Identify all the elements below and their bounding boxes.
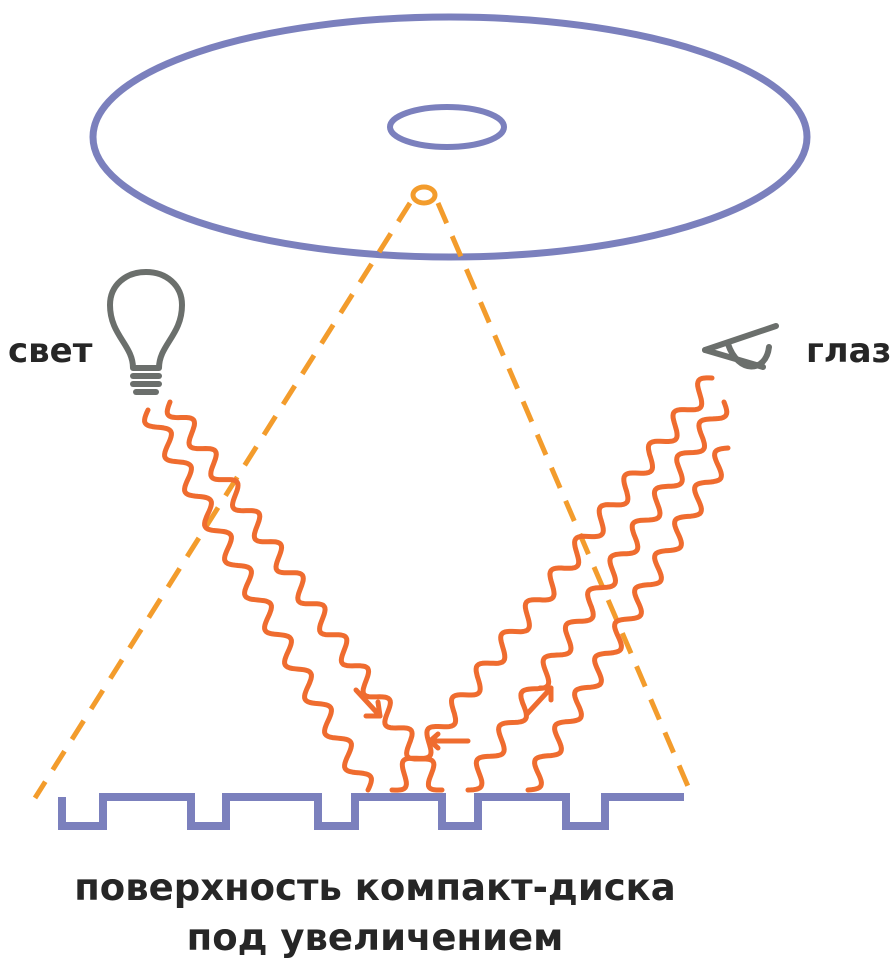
magnified-spot <box>410 184 438 206</box>
caption-line-1: поверхность компакт-диска <box>74 866 676 909</box>
light-waves <box>142 375 731 793</box>
reflected-wave-3 <box>525 445 731 793</box>
eye-label: глаз <box>806 331 890 371</box>
lightbulb-icon <box>107 269 185 395</box>
incoming-wave-1 <box>142 407 374 793</box>
direction-arrows <box>353 685 554 751</box>
reflected-arrow <box>524 685 554 717</box>
disc-center-hole <box>387 104 507 150</box>
incoming-arrow <box>353 687 383 719</box>
eye-icon <box>702 323 779 370</box>
projection-line-left <box>32 201 413 800</box>
incoming-wave-2 <box>164 399 445 793</box>
compact-disc <box>89 13 811 261</box>
reflected-wave-1 <box>389 375 715 793</box>
scatter-arrow <box>427 731 471 751</box>
caption-line-2: под увеличением <box>187 916 564 959</box>
cd-surface-pits <box>58 793 684 830</box>
disc-outer-edge <box>89 13 811 261</box>
reflected-wave-2 <box>465 399 730 793</box>
magnification-projection <box>32 184 696 800</box>
light-label: свет <box>8 331 93 371</box>
